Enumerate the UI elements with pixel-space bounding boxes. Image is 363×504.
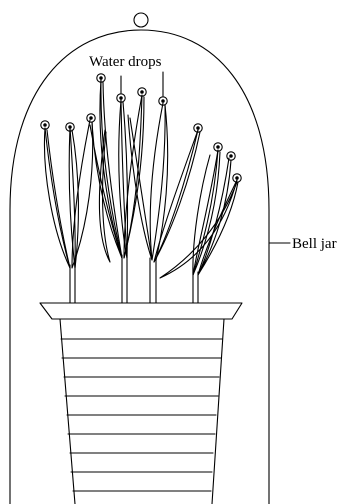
bell-jar: [10, 13, 269, 504]
bell-jar-label: Bell jar: [292, 236, 337, 252]
bell-jar-knob: [134, 13, 148, 27]
pot-rim: [40, 303, 242, 319]
water-drops-label: Water drops: [89, 54, 162, 70]
bell-jar-glass: [10, 30, 269, 504]
flower-pot: [40, 303, 242, 504]
pot-body: [60, 319, 224, 504]
pot-stripes: [61, 339, 222, 491]
water-drop: [227, 152, 235, 160]
plant-leaves: [44, 80, 238, 278]
water-drop: [87, 114, 95, 122]
plant-stems: [70, 255, 198, 303]
